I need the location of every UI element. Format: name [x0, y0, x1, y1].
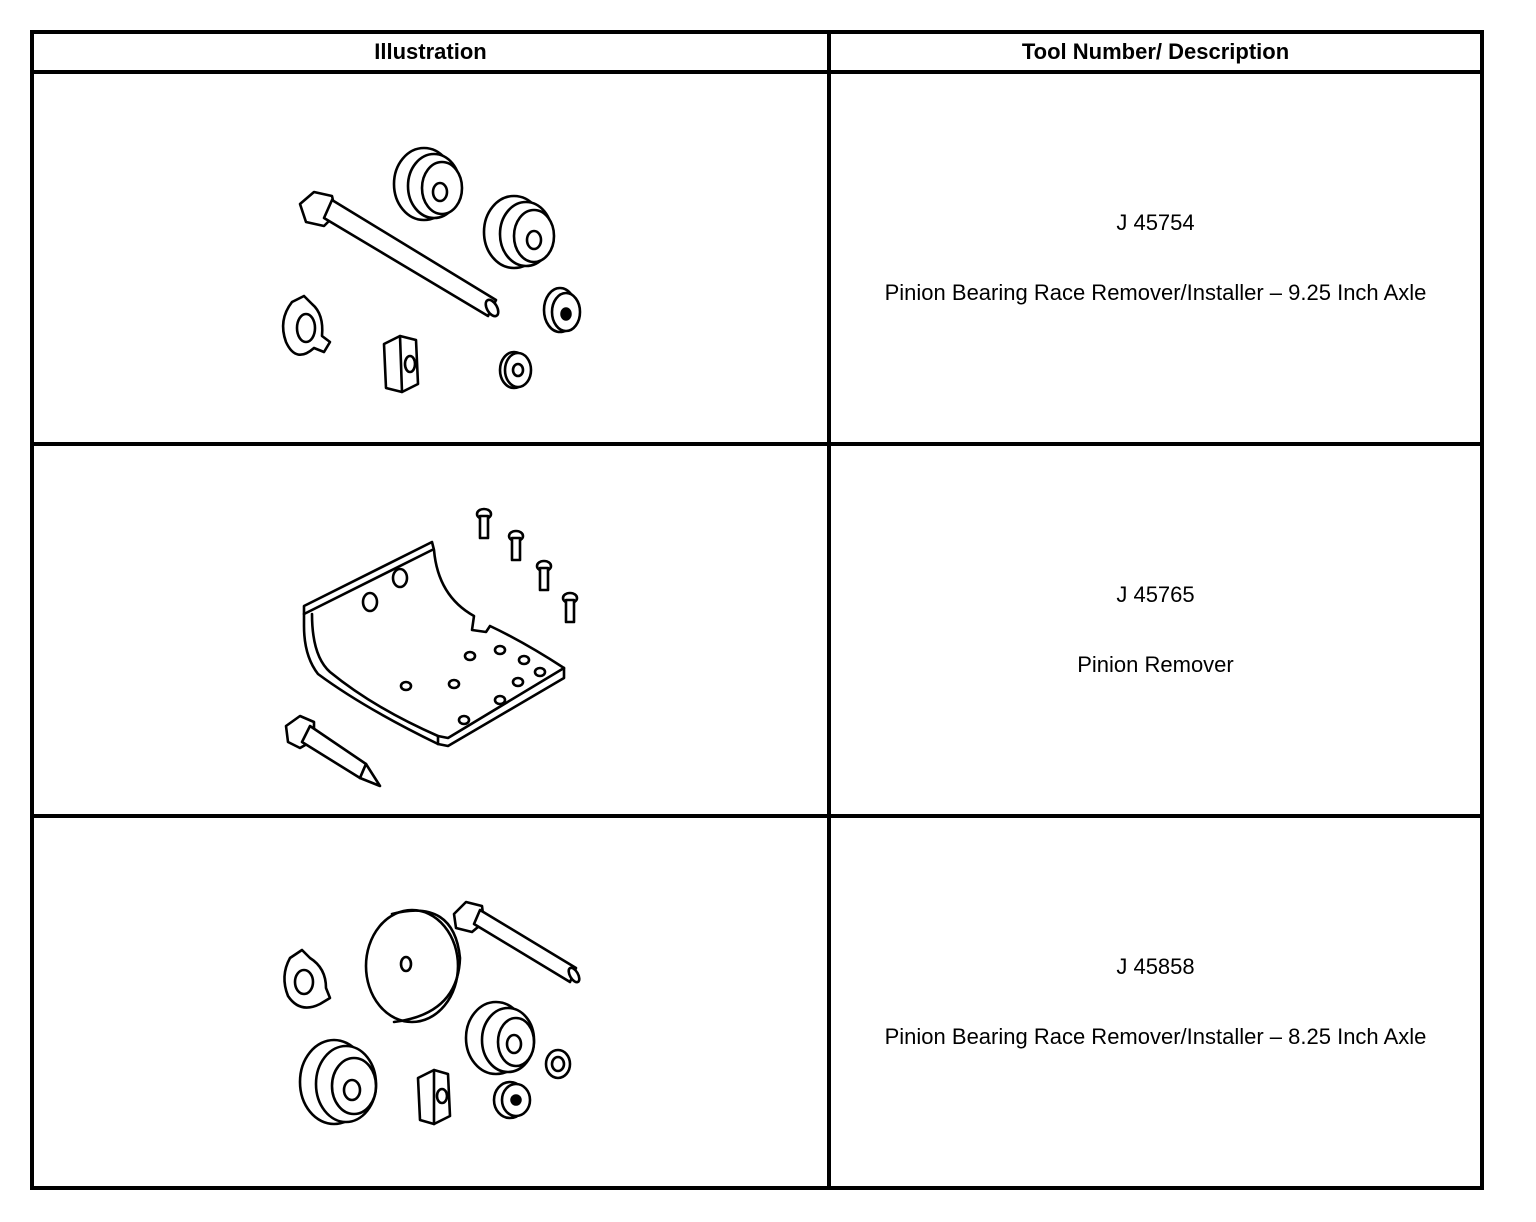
- tool-table: Illustration Tool Number/ Description: [30, 30, 1484, 1190]
- table-row: J 45765 Pinion Remover: [30, 442, 1484, 818]
- header-illustration: Illustration: [30, 30, 831, 74]
- bearing-installer-disc-icon: [464, 1000, 536, 1076]
- tool-number: J 45765: [1116, 582, 1195, 607]
- retaining-plate-icon: [283, 948, 332, 1009]
- pinion-remover-plate-icon: [284, 507, 579, 788]
- screw-icon: [475, 507, 493, 540]
- illustration-cell: [30, 70, 831, 446]
- tool-description-cell: J 45754 Pinion Bearing Race Remover/Inst…: [827, 70, 1484, 446]
- washer-icon: [498, 350, 533, 390]
- header-row: Illustration Tool Number/ Description: [30, 30, 1484, 74]
- square-nut-icon: [382, 334, 420, 394]
- table-row: J 45858 Pinion Bearing Race Remover/Inst…: [30, 814, 1484, 1190]
- receiver-cup-icon: [364, 908, 462, 1024]
- remover-plate-icon: [302, 540, 566, 748]
- screw-icon: [561, 591, 579, 624]
- tool-number: J 45858: [1116, 954, 1195, 979]
- pointed-rod-icon: [284, 714, 382, 788]
- illustration-cell: [30, 814, 831, 1190]
- screw-icon: [535, 559, 553, 592]
- forcing-bolt-icon: [298, 190, 500, 318]
- tool-description: Pinion Remover: [1077, 652, 1234, 677]
- tool-description-cell: J 45858 Pinion Bearing Race Remover/Inst…: [827, 814, 1484, 1190]
- washer-icon: [544, 1048, 572, 1080]
- screw-icon: [507, 529, 525, 562]
- forcing-bolt-icon: [452, 900, 581, 984]
- illustration-cell: [30, 442, 831, 818]
- pinion-bearing-race-tool-set-icon: [281, 146, 582, 394]
- tool-description: Pinion Bearing Race Remover/Installer – …: [884, 1024, 1427, 1049]
- tool-description-cell: J 45765 Pinion Remover: [827, 442, 1484, 818]
- header-tool-description: Tool Number/ Description: [827, 30, 1484, 74]
- small-adapter-icon: [492, 1080, 532, 1120]
- bearing-installer-disc-icon: [482, 194, 556, 270]
- retaining-plate-icon: [281, 294, 332, 356]
- pinion-bearing-race-tool-set-icon: [283, 900, 581, 1126]
- square-nut-icon: [416, 1068, 452, 1126]
- tool-number: J 45754: [1116, 210, 1195, 235]
- bearing-installer-disc-icon: [298, 1038, 378, 1126]
- small-adapter-icon: [542, 286, 582, 334]
- table-row: J 45754 Pinion Bearing Race Remover/Inst…: [30, 70, 1484, 446]
- tool-description: Pinion Bearing Race Remover/Installer – …: [884, 280, 1427, 305]
- bearing-installer-disc-icon: [392, 146, 464, 222]
